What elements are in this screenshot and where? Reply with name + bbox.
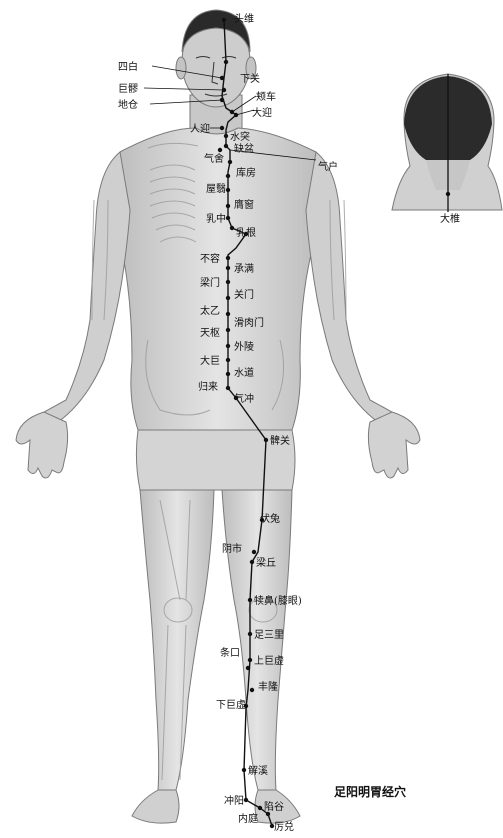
label-kufang: 库房 <box>236 166 256 179</box>
label-renying: 人迎 <box>190 123 210 135</box>
label-juliao: 巨髎 <box>118 83 138 95</box>
label-daying: 大迎 <box>252 106 272 119</box>
label-fenglong: 丰隆 <box>258 680 278 693</box>
label-guilai: 归来 <box>198 380 218 393</box>
label-shuitu: 水突 <box>230 130 250 143</box>
label-quepen: 缺盆 <box>234 142 254 155</box>
label-chengman: 承满 <box>234 263 254 275</box>
label-liangqiu: 梁丘 <box>256 556 276 569</box>
label-touwei: 头维 <box>234 12 254 25</box>
label-yinshi: 阴市 <box>222 542 242 555</box>
label-lidui: 厉兑 <box>274 820 294 833</box>
label-rugen: 乳根 <box>236 226 256 239</box>
label-xiajuxu: 下巨虚 <box>216 699 246 711</box>
label-guanmen: 关门 <box>234 288 254 301</box>
label-huaroumen: 滑肉门 <box>234 316 264 329</box>
label-futu: 伏兔 <box>260 512 280 525</box>
label-qichong: 气冲 <box>234 392 254 405</box>
label-neiting: 内庭 <box>238 812 258 825</box>
label-ruzhong: 乳中 <box>206 212 226 225</box>
label-xiaguan: 下关 <box>240 72 260 85</box>
label-qihu: 气户 <box>318 160 338 173</box>
label-jiache: 颊车 <box>256 90 276 103</box>
chart-caption: 足阳明胃经穴 <box>334 784 406 799</box>
label-chongyang: 冲阳 <box>224 794 244 807</box>
label-dicang: 地仓 <box>118 98 138 111</box>
label-wuyi: 屋翳 <box>206 183 226 195</box>
label-zusanli: 足三里 <box>254 629 284 641</box>
label-xiangu: 陷谷 <box>264 800 284 813</box>
label-liangmen: 梁门 <box>200 276 220 289</box>
label-dubi: 犊鼻(膝眼) <box>254 594 302 607</box>
label-daju: 大巨 <box>200 354 220 367</box>
label-shuidao: 水道 <box>234 366 254 379</box>
label-taiyi: 太乙 <box>200 304 220 317</box>
label-burong: 不容 <box>200 252 220 265</box>
label-qishe: 气舍 <box>204 152 224 165</box>
label-tianshu: 天枢 <box>200 326 220 339</box>
label-biguan: 髀关 <box>270 434 290 447</box>
label-tiaokou: 条口 <box>220 646 240 659</box>
label-yingchuang: 膺窗 <box>234 198 254 211</box>
label-wailing: 外陵 <box>234 341 254 353</box>
label-sibai: 四白 <box>118 60 138 73</box>
label-shangjuxu: 上巨虚 <box>254 655 284 667</box>
inset-head-back: 大椎 <box>392 74 502 225</box>
label-inset-daying: 大椎 <box>440 212 460 225</box>
label-jiexi: 解溪 <box>248 764 268 777</box>
